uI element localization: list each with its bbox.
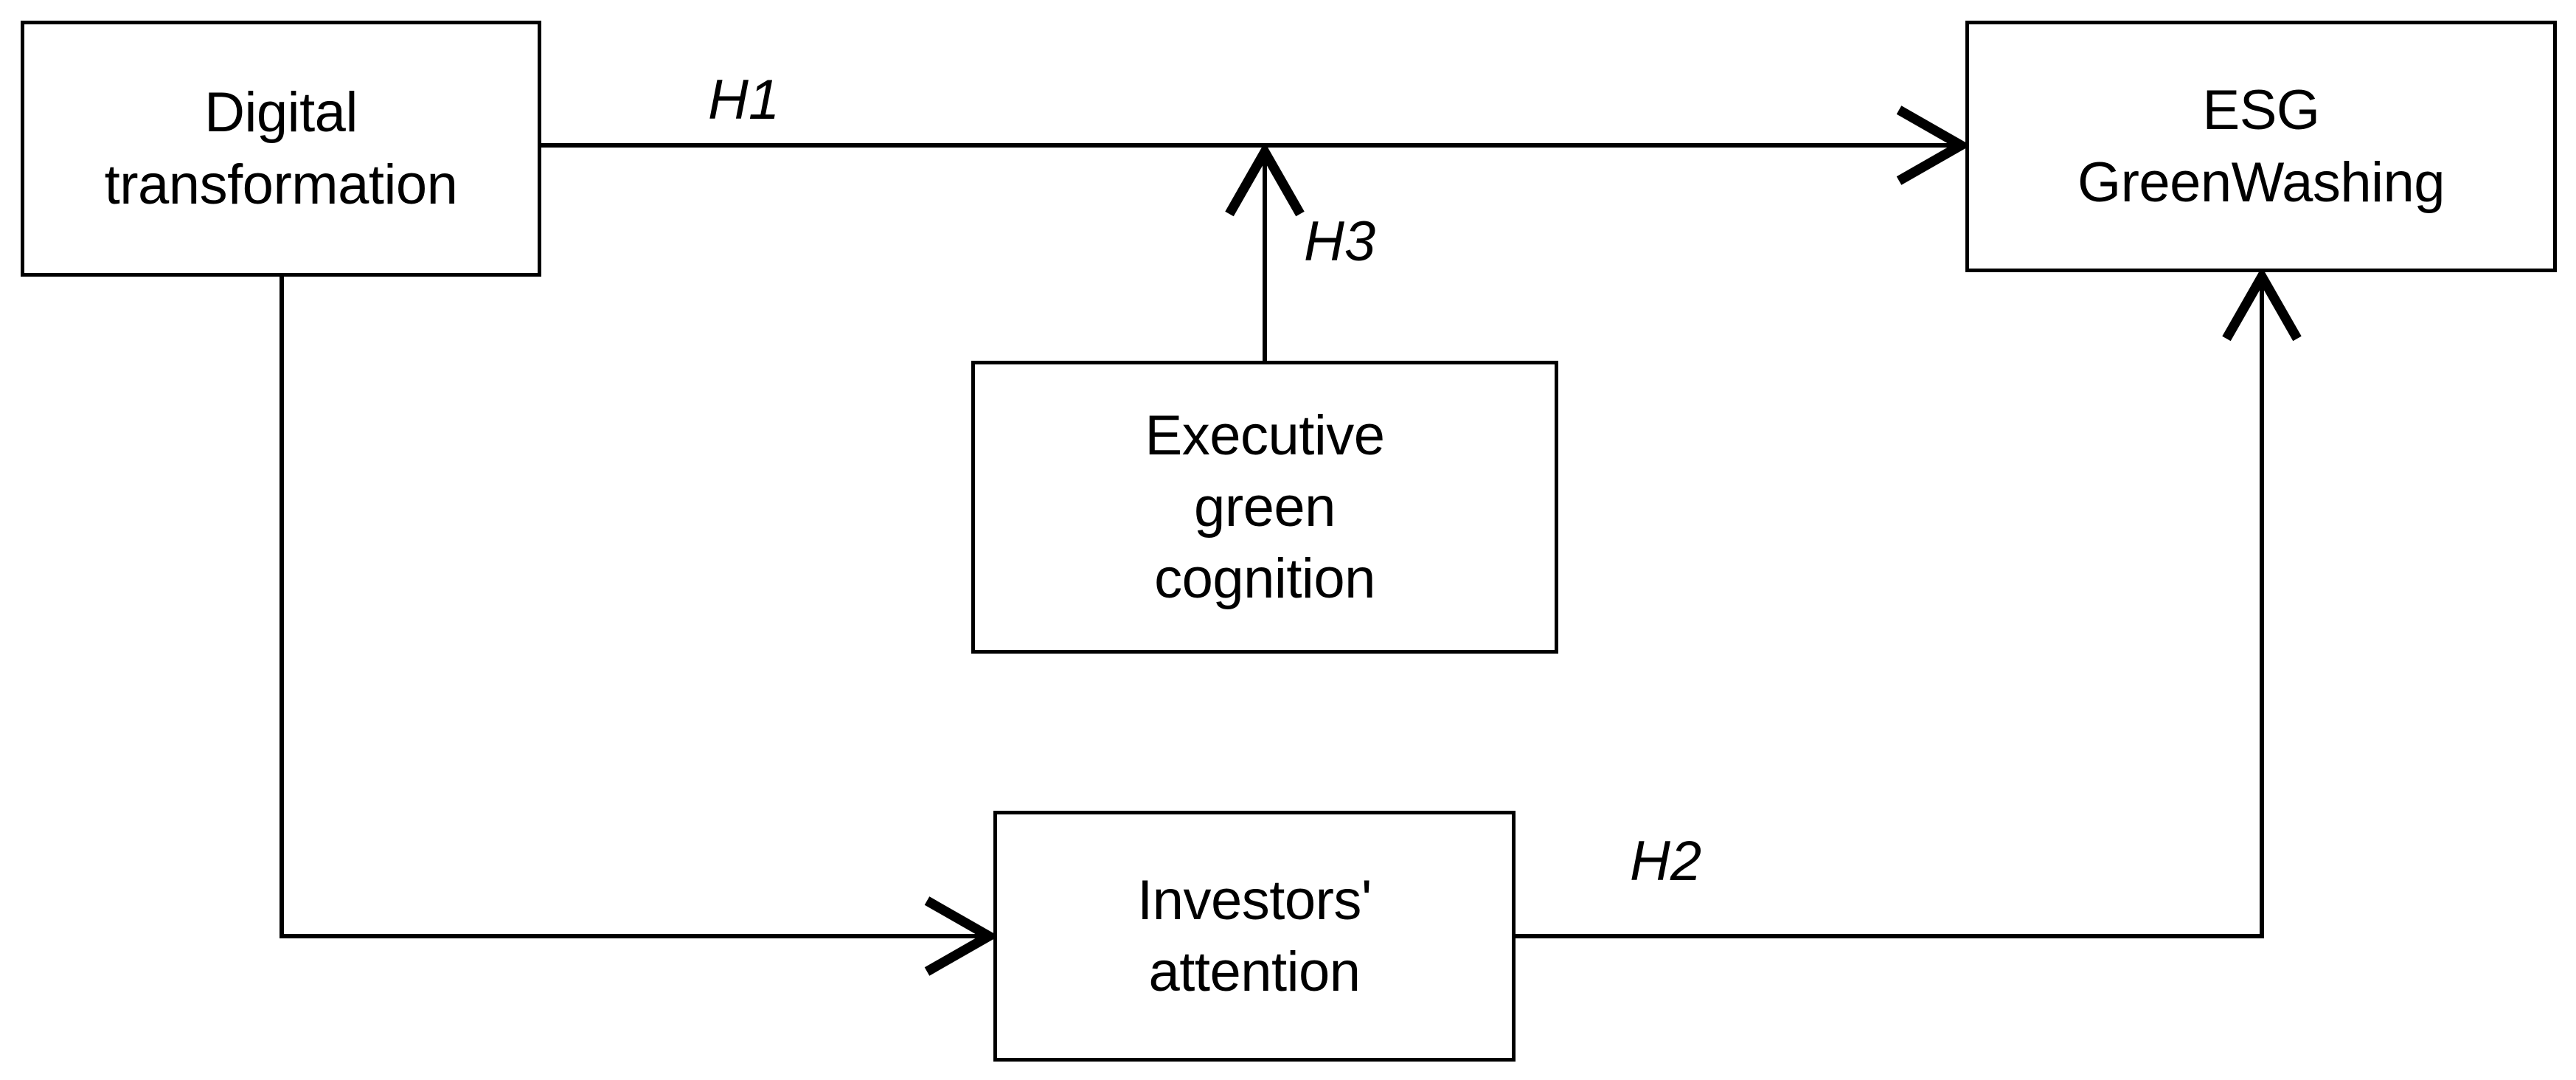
edge-h2-connector (1516, 277, 2262, 938)
edge-label-h2: H2 (1630, 830, 1702, 893)
node-esg-greenwashing[interactable]: ESG GreenWashing (1965, 21, 2557, 272)
edge-label-h3: H3 (1304, 210, 1376, 273)
edge-dt-to-investors-connector (280, 277, 989, 936)
node-digital-transformation-label: Digital transformation (104, 81, 458, 216)
node-executive-green-cognition-label: Executive green cognition (1145, 404, 1386, 611)
node-executive-green-cognition[interactable]: Executive green cognition (971, 361, 1558, 654)
edge-label-h1: H1 (708, 69, 780, 131)
node-investors-attention-label: Investors' attention (1137, 868, 1372, 1003)
node-digital-transformation[interactable]: Digital transformation (21, 21, 541, 277)
node-esg-greenwashing-label: ESG GreenWashing (2077, 79, 2445, 214)
node-investors-attention[interactable]: Investors' attention (993, 811, 1516, 1062)
